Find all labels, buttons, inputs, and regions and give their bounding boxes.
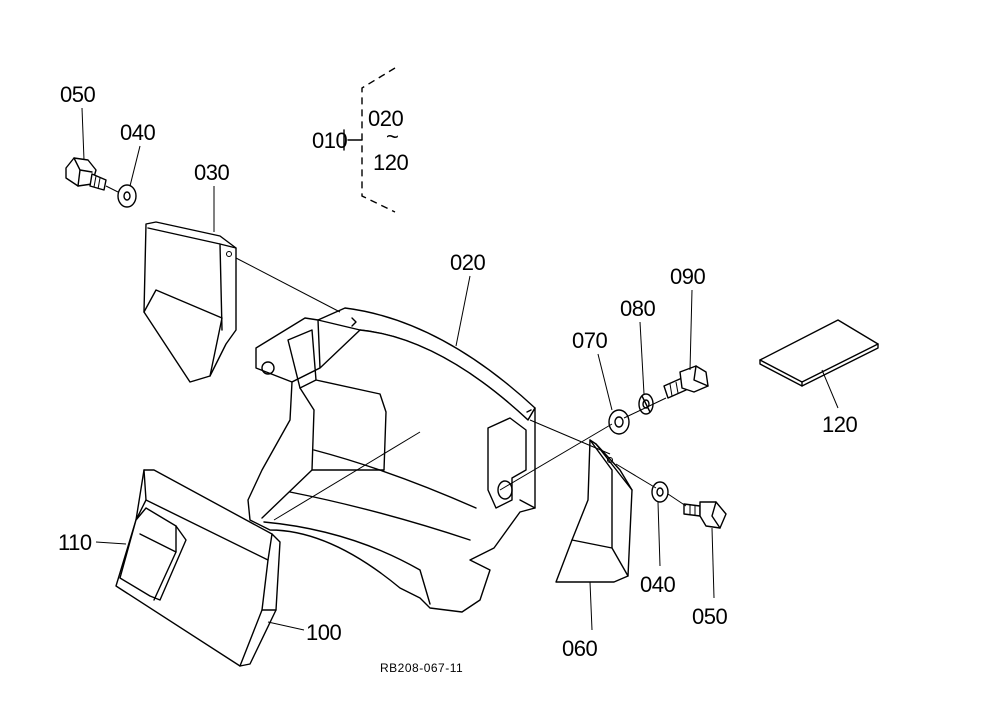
washer-040-bottom bbox=[651, 481, 669, 503]
alignment-lines bbox=[105, 185, 687, 521]
group-bracket-010 bbox=[343, 67, 396, 213]
bolt-050-top bbox=[65, 157, 107, 191]
label-120-range-end: 120 bbox=[373, 150, 408, 175]
label-range-separator: ~ bbox=[386, 124, 398, 149]
label-090: 090 bbox=[670, 264, 705, 289]
spring-washer-080 bbox=[638, 393, 654, 415]
label-120: 120 bbox=[822, 412, 857, 437]
label-040-top: 040 bbox=[120, 120, 155, 145]
label-020-range-start: 020 bbox=[368, 106, 403, 131]
seal-strip-110 bbox=[119, 507, 187, 601]
drawing-reference-number: RB208-067-11 bbox=[380, 661, 463, 675]
label-050-bottom: 050 bbox=[692, 604, 727, 629]
label-030: 030 bbox=[194, 160, 229, 185]
side-cover-060 bbox=[555, 439, 633, 583]
label-sheet-120 bbox=[759, 319, 879, 387]
label-040-bottom: 040 bbox=[640, 572, 675, 597]
bolt-090 bbox=[663, 365, 709, 399]
label-100: 100 bbox=[306, 620, 341, 645]
washer-070 bbox=[608, 409, 630, 435]
label-050-top: 050 bbox=[60, 82, 95, 107]
side-cover-030 bbox=[143, 221, 237, 383]
bolt-050-bottom bbox=[683, 501, 727, 529]
label-110: 110 bbox=[58, 530, 92, 555]
leader-lines bbox=[81, 107, 839, 631]
main-housing-020 bbox=[247, 307, 536, 613]
label-010: 010 bbox=[312, 128, 347, 153]
washer-040-top bbox=[117, 184, 137, 208]
label-060: 060 bbox=[562, 636, 597, 661]
label-070: 070 bbox=[572, 328, 607, 353]
label-080: 080 bbox=[620, 296, 655, 321]
label-020: 020 bbox=[450, 250, 485, 275]
